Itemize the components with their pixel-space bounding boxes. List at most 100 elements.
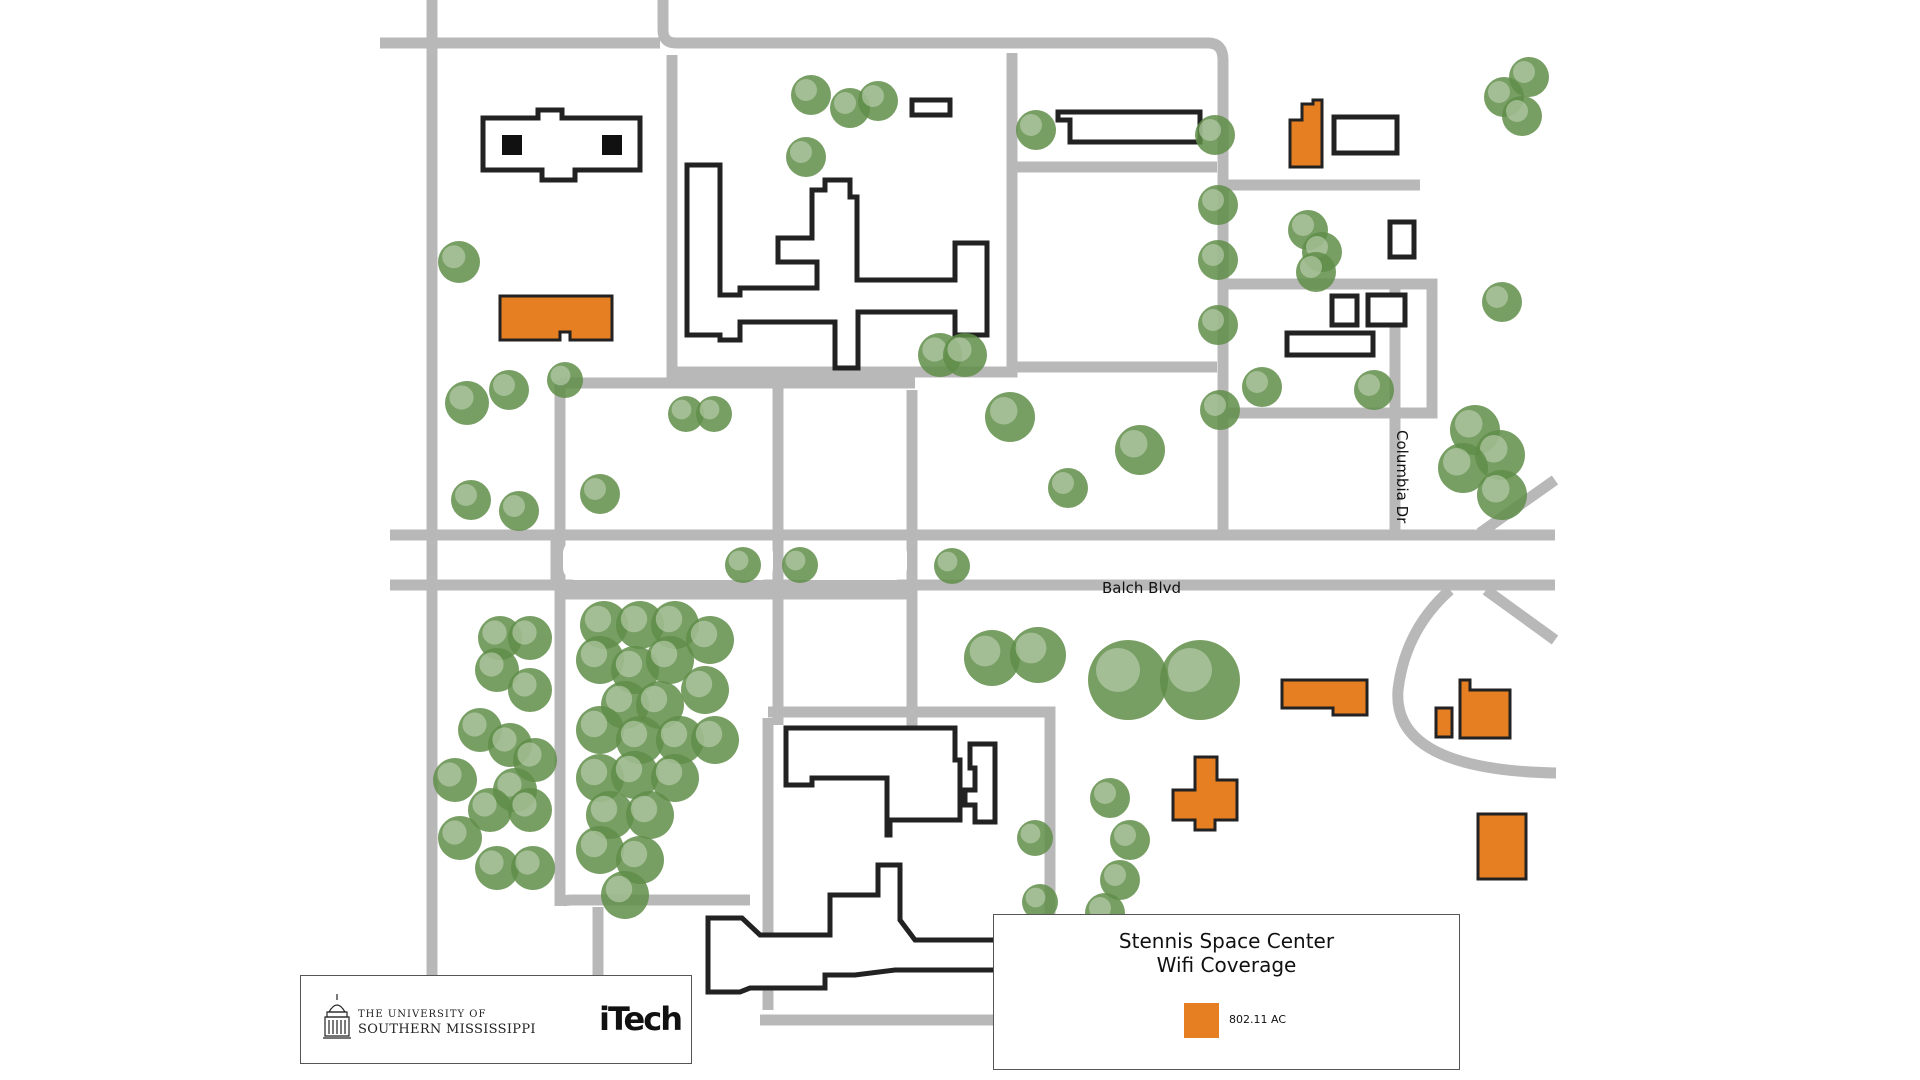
tree-icon [1115, 425, 1165, 475]
building-south-long [705, 862, 1003, 995]
building-south-annex [962, 741, 998, 825]
road-park-west [554, 380, 750, 908]
legend-swatch-802-11-ac [1184, 1003, 1219, 1038]
ac-building-east-2 [1458, 678, 1512, 740]
tree-icon [1088, 640, 1168, 720]
road-median-link [550, 535, 918, 585]
tree-icon [691, 716, 739, 764]
tree-icon [1017, 820, 1053, 856]
legend: Stennis Space Center Wifi Coverage 802.1… [993, 914, 1460, 1070]
tree-icon [489, 370, 529, 410]
tree-icon [681, 666, 729, 714]
buildings [480, 97, 1417, 995]
tree-icon [646, 636, 694, 684]
road-east-diag2 [1482, 585, 1559, 645]
tree-icon [668, 396, 704, 432]
tree-icon [616, 601, 664, 649]
tree-icon [468, 788, 512, 832]
tree-icon [651, 754, 699, 802]
road-east-curve [1392, 585, 1557, 779]
building-east-bar [1284, 330, 1376, 358]
legend-subtitle: Wifi Coverage [1156, 953, 1297, 977]
tree-icon [1090, 778, 1130, 818]
tree-icon [1022, 884, 1058, 920]
building-north-long [1055, 109, 1203, 145]
tree-icon [1198, 305, 1238, 345]
tree-icon [499, 491, 539, 531]
tree-icon [547, 362, 583, 398]
tree-icon [782, 547, 818, 583]
tree-icon [1198, 240, 1238, 280]
tree-icon [445, 381, 489, 425]
tree-icon [475, 846, 519, 890]
street-label-columbia-dr: Columbia Dr [1393, 430, 1411, 524]
tree-icon [576, 706, 624, 754]
itech-logo: iTech [599, 1000, 683, 1038]
building-south-center [783, 725, 963, 838]
tree-icon [1482, 282, 1522, 322]
tree-icon [1198, 185, 1238, 225]
tree-icon [580, 474, 620, 514]
tree-icon [576, 754, 624, 802]
tree-icon [1016, 110, 1056, 150]
tree-icon [433, 758, 477, 802]
median-island-1 [563, 541, 773, 580]
road-park-lower [560, 588, 912, 710]
tree-icon [1502, 96, 1542, 136]
building-details [502, 135, 622, 155]
tree-icon [1195, 115, 1235, 155]
tree-icon [1010, 627, 1066, 683]
tree-icon [438, 241, 480, 283]
tree-icon [1242, 367, 1282, 407]
building-east-tiny [1387, 219, 1417, 260]
building-east-sq2 [1365, 292, 1408, 328]
tree-icon [686, 616, 734, 664]
tree-icon [451, 480, 491, 520]
tree-icon [1354, 370, 1394, 410]
building-nw-main [480, 107, 643, 183]
road-north-loop [657, 0, 1229, 540]
legend-title: Stennis Space Center [1118, 929, 1335, 953]
tree-icon [1509, 57, 1549, 97]
tree-icon [475, 648, 519, 692]
tree-icon [626, 791, 674, 839]
tree-icon [934, 548, 970, 584]
logo-bar: THE UNIVERSITY OF SOUTHERN MISSISSIPPI i… [300, 975, 692, 1064]
university-dome-seal-icon [323, 994, 351, 1039]
tree-icon [616, 716, 664, 764]
tree-icon [696, 396, 732, 432]
tree-icon [786, 137, 826, 177]
tree-icon [636, 681, 684, 729]
building-north-small [909, 97, 953, 118]
tree-icon [858, 81, 898, 121]
trees [433, 57, 1549, 960]
building-ne-small [1331, 114, 1400, 156]
tree-icon [791, 75, 831, 115]
tree-icon [601, 871, 649, 919]
tree-icon [943, 333, 987, 377]
university-name-line1: THE UNIVERSITY OF [358, 1009, 487, 1020]
nw-building-block-1 [502, 135, 522, 155]
street-label-balch-blvd: Balch Blvd [1102, 579, 1181, 597]
tree-icon [508, 668, 552, 712]
tree-icon [438, 816, 482, 860]
tree-icon [985, 392, 1035, 442]
tree-icon [1160, 640, 1240, 720]
ac-building-se [1476, 812, 1528, 881]
wifi-ac-buildings [498, 98, 1528, 881]
tree-icon [1100, 860, 1140, 900]
legend-label-802-11-ac: 802.11 AC [1229, 1013, 1286, 1026]
building-east-sq1 [1329, 293, 1360, 328]
university-name-line2: SOUTHERN MISSISSIPPI [358, 1022, 536, 1037]
tree-icon [508, 788, 552, 832]
ac-building-north [1288, 98, 1324, 169]
ac-building-east-1 [1434, 706, 1454, 739]
tree-icon [511, 846, 555, 890]
tree-icon [1477, 470, 1527, 520]
tree-icon [1048, 468, 1088, 508]
nw-building-block-2 [602, 135, 622, 155]
building-central-complex [684, 162, 990, 371]
ac-building-west [498, 294, 614, 342]
tree-icon [1296, 252, 1336, 292]
